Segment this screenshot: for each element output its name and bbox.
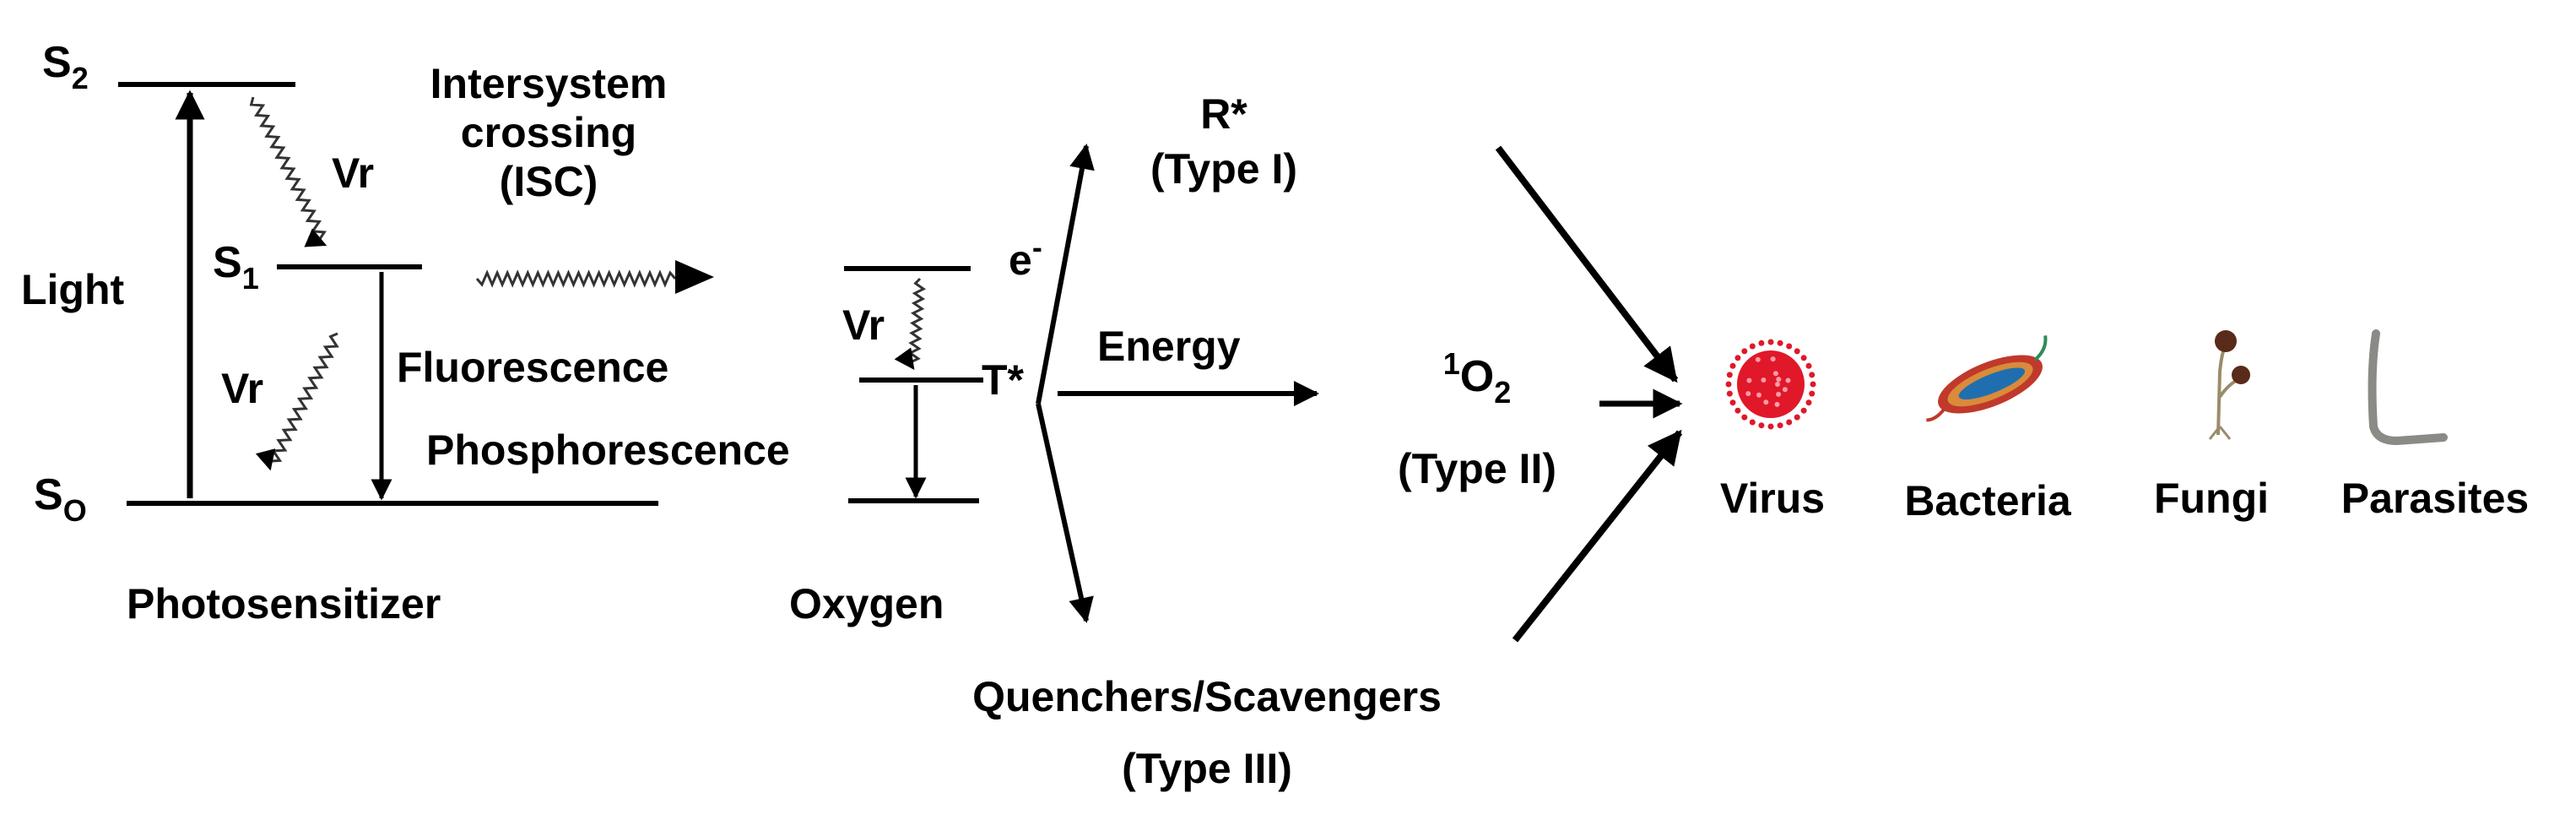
fluorescence-label: Fluorescence <box>397 344 669 391</box>
isc-label-line-3: (ISC) <box>499 158 598 205</box>
light-label: Light <box>21 266 125 313</box>
radical-label: R* <box>1200 90 1247 138</box>
vr-label-lower: Vr <box>221 365 264 412</box>
virus-icon <box>1725 339 1816 430</box>
isc-arrowhead <box>675 260 714 294</box>
vr-wavy-arrow-lower <box>255 332 339 471</box>
type1-branch-arrow <box>1036 144 1095 405</box>
vr-label-upper: Vr <box>332 149 375 197</box>
vr-wavy-arrow-upper <box>249 96 327 247</box>
s0-label: SO <box>34 470 87 528</box>
target-label-parasites: Parasites <box>2341 475 2530 522</box>
type1-label: (Type I) <box>1150 145 1298 193</box>
type3-action-arrow <box>1512 429 1683 643</box>
isc-wavy-arrow <box>475 269 677 288</box>
photosensitizer-label: Photosensitizer <box>127 580 441 627</box>
s1-label: S1 <box>213 238 259 296</box>
singlet-oxygen-label: 1O2 <box>1442 346 1512 410</box>
bacteria-icon <box>1926 335 2048 422</box>
vr-label-oxygen: Vr <box>842 301 885 349</box>
type2-label: (Type II) <box>1398 445 1556 492</box>
isc-label-line-2: crossing <box>460 109 637 156</box>
electron-label: e- <box>1009 230 1042 284</box>
type3-branch-arrow <box>1036 403 1094 623</box>
type1-action-arrow <box>1495 145 1679 383</box>
energy-label: Energy <box>1097 323 1241 370</box>
target-label-virus: Virus <box>1719 475 1826 522</box>
s2-label: S2 <box>42 38 89 95</box>
fungi-icon <box>2208 330 2250 440</box>
parasite-icon <box>2368 329 2448 446</box>
target-label-bacteria: Bacteria <box>1904 477 2071 524</box>
phosphorescence-label: Phosphorescence <box>426 426 790 474</box>
target-label-fungi: Fungi <box>2153 475 2270 522</box>
triplet-state-label: T* <box>982 356 1024 404</box>
oxygen-label: Oxygen <box>789 580 944 627</box>
quenchers-label: Quenchers/Scavengers <box>972 673 1442 720</box>
isc-label-line-1: Intersystem <box>430 60 668 107</box>
vr-wavy-arrow-oxygen <box>894 277 927 370</box>
type3-label: (Type III) <box>1122 745 1292 792</box>
isc-label: Intersystem crossing (ISC) <box>414 59 684 206</box>
